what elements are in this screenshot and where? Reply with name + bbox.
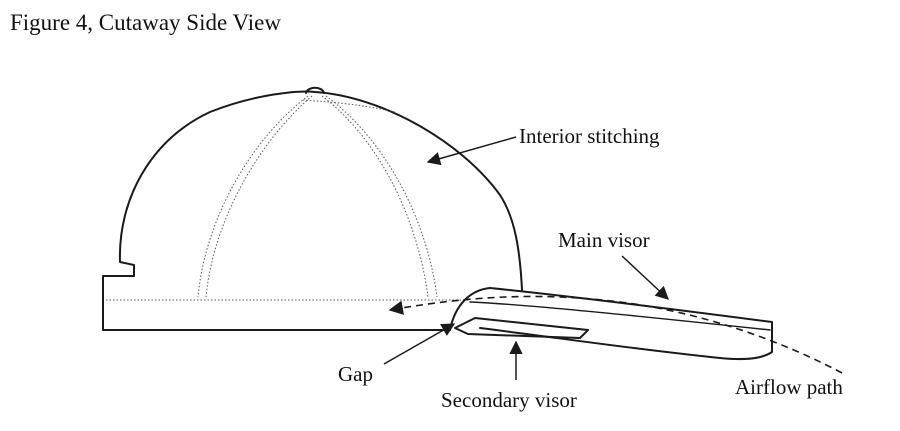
interior-stitching-leader xyxy=(426,136,517,166)
cap-band xyxy=(102,296,451,331)
main-visor-leader xyxy=(621,255,669,300)
label-gap: Gap xyxy=(338,362,373,386)
label-main-visor: Main visor xyxy=(558,228,650,252)
gap-leader xyxy=(383,323,456,365)
airflow-path-line xyxy=(388,295,843,374)
interior-stitching-seams xyxy=(197,95,438,298)
secondary-visor xyxy=(454,317,589,339)
main-visor xyxy=(449,287,773,361)
main-visor-upper-edge xyxy=(469,301,771,331)
label-secondary-visor: Secondary visor xyxy=(441,388,577,412)
label-interior-stitching: Interior stitching xyxy=(519,124,660,148)
cap-drawing xyxy=(102,86,773,361)
figure-title: Figure 4, Cutaway Side View xyxy=(10,10,281,35)
label-airflow-path: Airflow path xyxy=(735,375,843,399)
crown-button xyxy=(305,86,325,94)
cap-crown xyxy=(102,90,523,298)
